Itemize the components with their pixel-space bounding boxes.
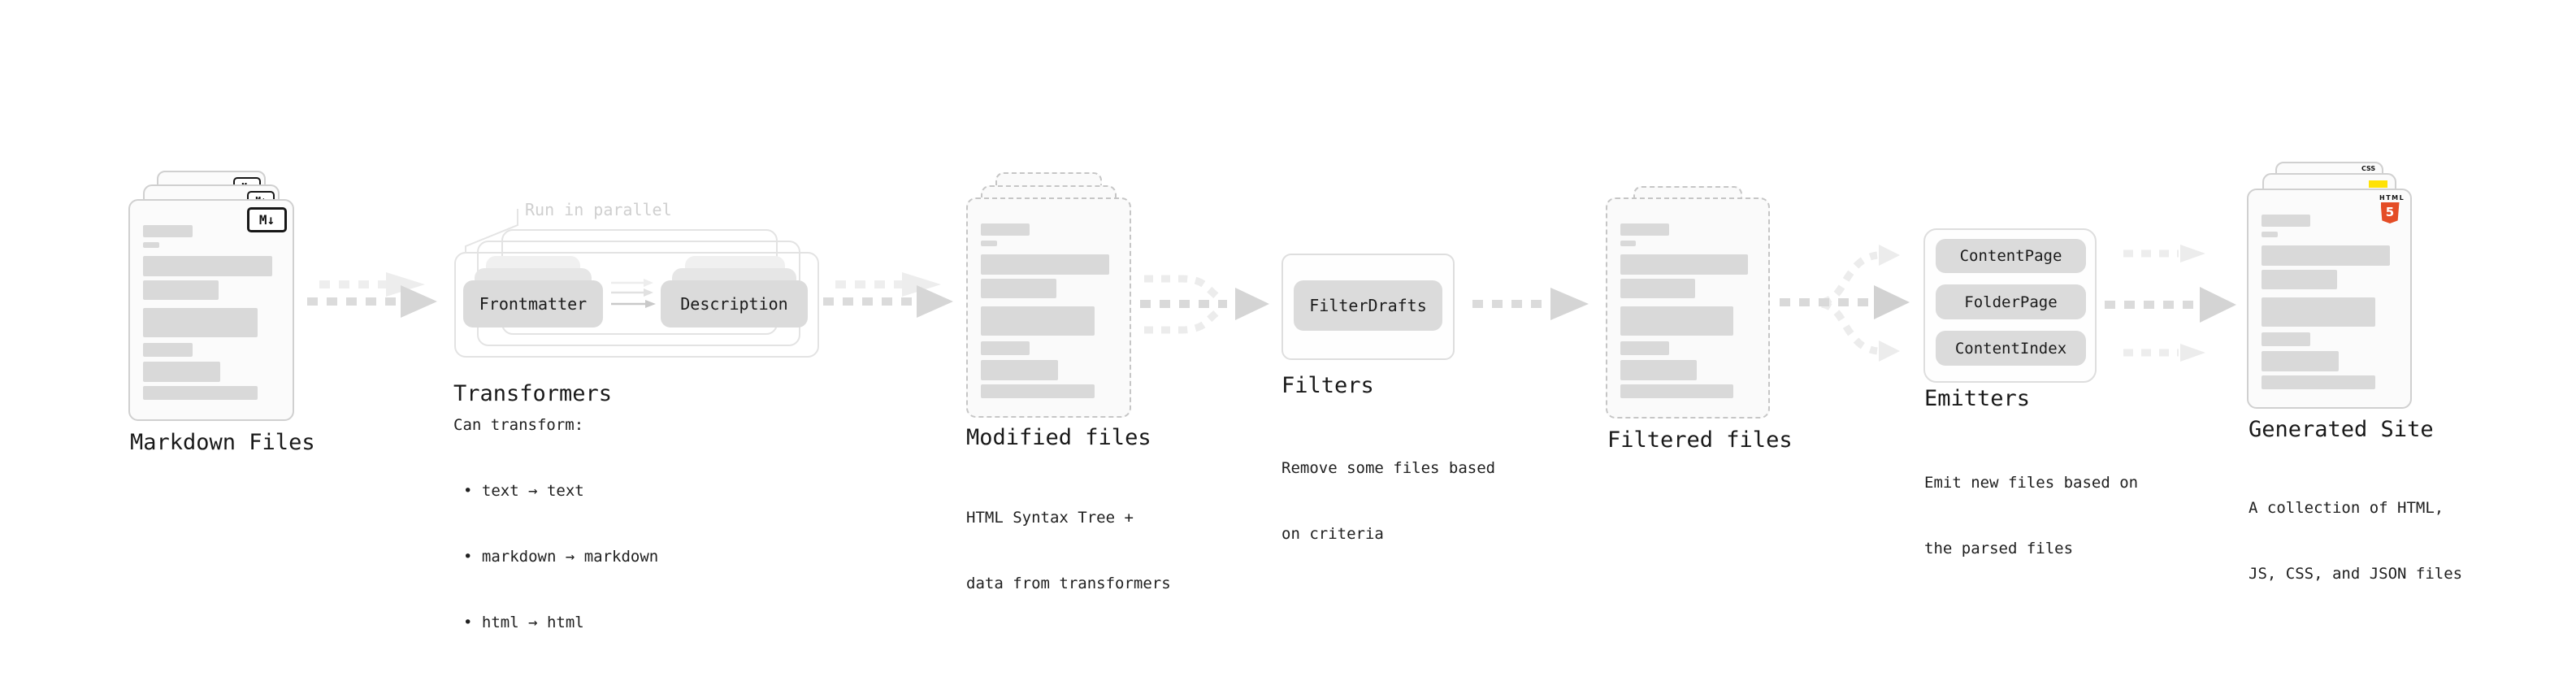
generated-site-desc-line: A collection of HTML, [2249, 499, 2444, 517]
text-line-placeholder [2262, 332, 2311, 346]
text-line-placeholder [981, 223, 1030, 236]
text-line-placeholder [2262, 245, 2391, 266]
css-badge-label: CSS [2361, 165, 2376, 172]
modified-files-desc-line: HTML Syntax Tree + [966, 509, 1134, 527]
text-line-placeholder [143, 280, 219, 300]
text-line-placeholder [1620, 341, 1669, 355]
text-line-placeholder [143, 256, 273, 276]
modified-files-stack [966, 172, 1131, 424]
run-in-parallel-callout [459, 203, 526, 262]
generated-site-stack: CSS HTML 5 [2247, 162, 2412, 414]
modified-files-label: Modified files [966, 425, 1151, 450]
modified-files-desc-line: data from transformers [966, 575, 1171, 592]
emitter-pill-contentindex: ContentIndex [1936, 331, 2086, 366]
html5-logo-word: HTML [2379, 194, 2405, 202]
transformer-bullet: • markdown → markdown [463, 548, 659, 566]
description-pill: Description [661, 280, 808, 327]
text-line-placeholder [143, 362, 221, 382]
filtered-files-stack [1606, 186, 1770, 422]
filters-label: Filters [1281, 373, 1374, 398]
document-text-placeholder [1620, 223, 1752, 398]
text-line-placeholder [2262, 270, 2337, 289]
text-line-placeholder [981, 279, 1056, 298]
text-line-placeholder [1620, 360, 1697, 380]
transformer-bullet: • html → html [463, 614, 584, 631]
arrow-filters-to-filtered [1469, 284, 1591, 327]
filters-desc-line: Remove some files based [1281, 459, 1496, 477]
arrow-emitters-to-site [2103, 240, 2241, 373]
frontmatter-pill: Frontmatter [463, 280, 603, 327]
document-text-placeholder [981, 223, 1113, 398]
generated-site-desc: A collection of HTML, JS, CSS, and JSON … [2249, 453, 2462, 629]
text-line-placeholder [2262, 375, 2376, 389]
text-line-placeholder [1620, 241, 1637, 246]
text-line-placeholder [1620, 384, 1734, 398]
html5-logo-icon: HTML 5 [2379, 194, 2405, 223]
text-line-placeholder [981, 306, 1095, 336]
text-line-placeholder [2262, 297, 2376, 327]
text-line-placeholder [2262, 215, 2311, 227]
filter-drafts-pill: FilterDrafts [1294, 280, 1442, 331]
modified-file-card-front [966, 197, 1131, 418]
fan-out-arrow-graphic [1780, 245, 1910, 362]
transformers-bullets: • text → text • markdown → markdown • ht… [463, 436, 658, 678]
emitter-pill-folderpage: FolderPage [1936, 284, 2086, 319]
text-line-placeholder [981, 360, 1058, 380]
dashed-arrow-graphic [1472, 288, 1589, 320]
text-line-placeholder [2262, 351, 2339, 371]
text-line-placeholder [143, 308, 258, 337]
markdown-files-label: Markdown Files [130, 430, 315, 455]
small-arrows-graphic [611, 279, 656, 308]
text-line-placeholder [1620, 223, 1669, 236]
transformers-label: Transformers [453, 381, 613, 406]
text-line-placeholder [1620, 254, 1749, 275]
text-line-placeholder [1620, 306, 1734, 336]
generated-site-label: Generated Site [2249, 417, 2434, 442]
arrow-filtered-to-emitters [1776, 240, 1915, 373]
generated-site-desc-line: JS, CSS, and JSON files [2249, 565, 2463, 583]
triple-arrow-graphic [2105, 245, 2236, 362]
dashed-arrow-graphic [307, 272, 437, 318]
fan-in-arrow-graphic [1140, 275, 1269, 334]
emitters-desc-line: the parsed files [1924, 540, 2074, 557]
arrow-markdown-to-transformers [305, 264, 443, 328]
document-text-placeholder [143, 225, 276, 400]
transformer-group-frame-front [454, 252, 819, 358]
filters-desc-line: on criteria [1281, 525, 1384, 543]
modified-files-desc: HTML Syntax Tree + data from transformer… [966, 463, 1171, 639]
text-line-placeholder [143, 242, 159, 248]
text-line-placeholder [981, 341, 1030, 355]
filters-desc: Remove some files based on criteria [1281, 414, 1495, 589]
arrow-transformers-to-modified [821, 264, 959, 328]
run-in-parallel-annotation: Run in parallel [525, 200, 672, 219]
text-line-placeholder [143, 225, 193, 237]
emitters-desc: Emit new files based on the parsed files [1924, 428, 2138, 604]
callout-line-graphic [465, 209, 518, 254]
filtered-file-card-front [1606, 197, 1770, 419]
pill-flow-arrows [609, 276, 660, 315]
filtered-files-label: Filtered files [1607, 427, 1793, 453]
transformer-bullet: • text → text [463, 482, 584, 500]
text-line-placeholder [981, 254, 1110, 275]
emitters-desc-line: Emit new files based on [1924, 474, 2139, 492]
dashed-arrow-graphic [823, 272, 953, 318]
text-line-placeholder [2262, 232, 2278, 237]
html5-logo-shield: 5 [2380, 202, 2400, 223]
transformers-desc-intro: Can transform: [453, 416, 584, 434]
site-file-card-html: HTML 5 [2247, 189, 2412, 409]
arrow-modified-to-filters [1136, 268, 1273, 345]
text-line-placeholder [981, 241, 997, 246]
js-badge-icon [2369, 180, 2387, 188]
text-line-placeholder [981, 384, 1095, 398]
text-line-placeholder [1620, 279, 1696, 298]
text-line-placeholder [143, 343, 193, 357]
markdown-logo-icon: M↓ [247, 207, 287, 232]
emitters-label: Emitters [1924, 386, 2031, 411]
markdown-files-stack: M↓ M↓ M↓ [128, 171, 294, 423]
document-text-placeholder [2262, 215, 2394, 389]
emitter-pill-contentpage: ContentPage [1936, 239, 2086, 273]
text-line-placeholder [143, 386, 258, 400]
markdown-file-card-front: M↓ [128, 199, 294, 421]
